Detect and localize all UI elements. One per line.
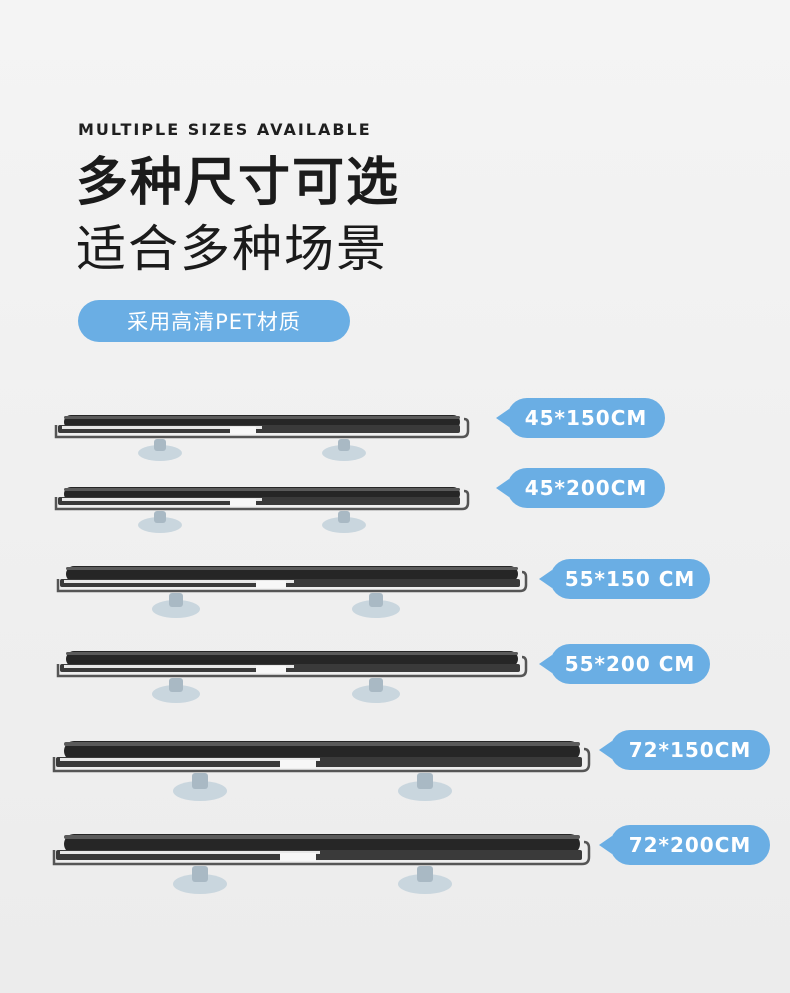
size-tag: 72*150CM — [599, 730, 770, 770]
product-sunshade-72-200 — [50, 826, 595, 898]
product-sunshade-55-150 — [54, 557, 532, 623]
size-tag: 55*200 CM — [539, 644, 710, 684]
product-sunshade-45-150 — [52, 405, 472, 465]
size-tag: 45*150CM — [496, 398, 665, 438]
sunshade-roller-icon — [56, 651, 528, 703]
product-sunshade-55-200 — [54, 642, 532, 708]
sunshade-roller-icon — [54, 487, 470, 533]
size-tag: 45*200CM — [496, 468, 665, 508]
sunshade-roller-icon — [52, 834, 591, 894]
size-tag: 55*150 CM — [539, 559, 710, 599]
size-tag: 72*200CM — [599, 825, 770, 865]
sunshade-roller-icon — [52, 741, 591, 801]
material-badge: 采用高清PET材质 — [78, 300, 350, 342]
sunshade-roller-icon — [54, 415, 470, 461]
page-title: 多种尺寸可选 — [76, 153, 401, 213]
sunshade-roller-icon — [56, 566, 528, 618]
page-subtitle: 适合多种场景 — [76, 220, 388, 278]
product-sunshade-72-150 — [50, 733, 595, 805]
product-sunshade-45-200 — [52, 477, 472, 537]
eyebrow-text: MULTIPLE SIZES AVAILABLE — [78, 120, 372, 139]
